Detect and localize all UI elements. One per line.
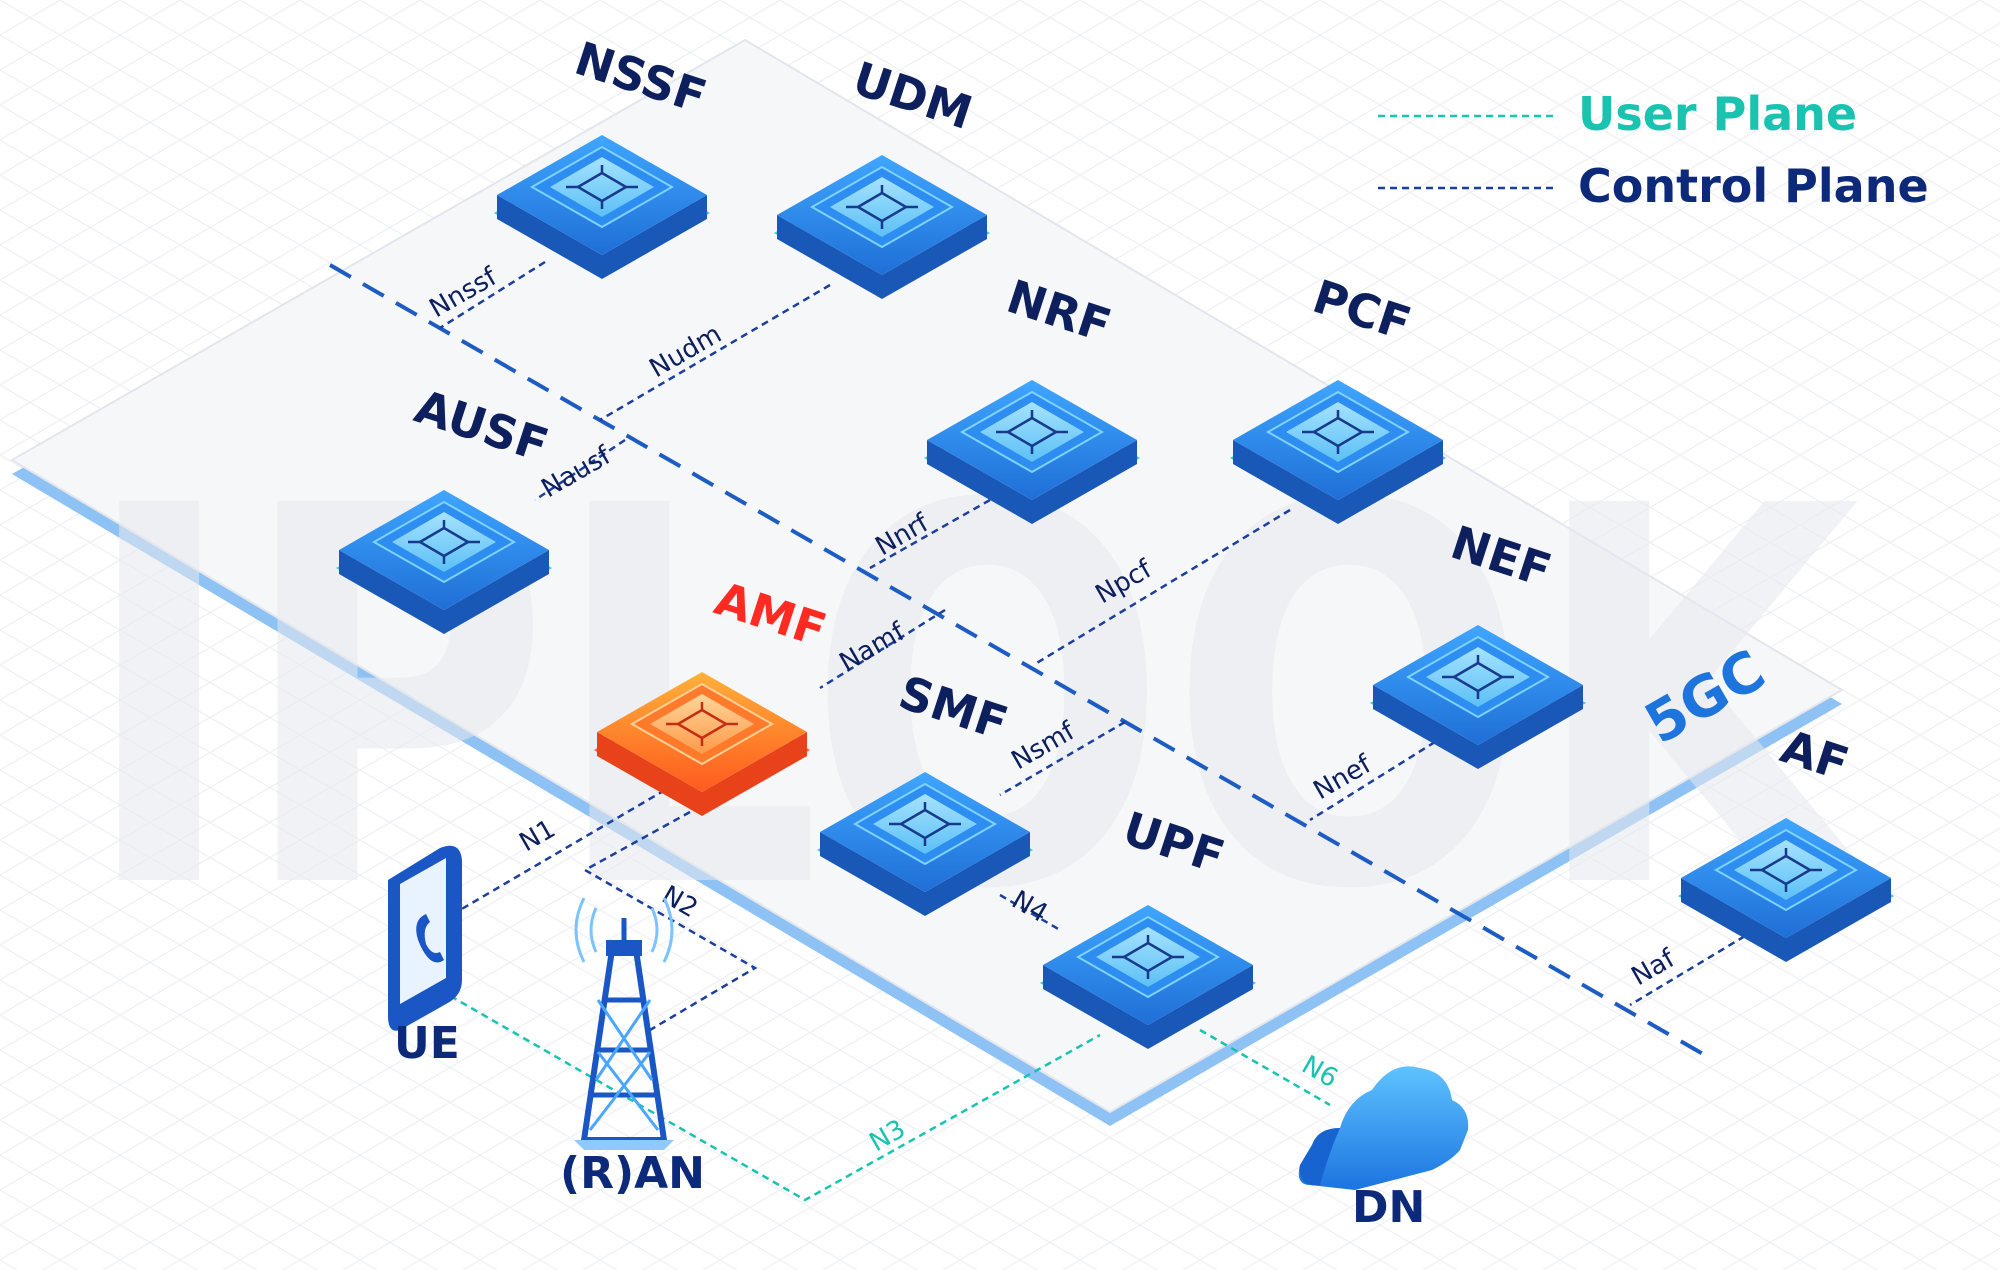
cloud-icon (1298, 1066, 1469, 1190)
namf-connector (819, 608, 946, 690)
legend-control-plane-label: Control Plane (1578, 159, 1929, 213)
legend: User Plane Control Plane (1378, 87, 1929, 213)
dn-cloud[interactable]: DN (1298, 1066, 1469, 1233)
ran-tower[interactable]: (R)AN (560, 897, 705, 1199)
phone-icon (388, 845, 462, 1031)
n6-connector (1199, 1028, 1331, 1107)
legend-user-plane-label: User Plane (1578, 87, 1857, 141)
naf-connector (1629, 928, 1756, 1007)
nausf-connector (534, 438, 626, 502)
nnssf-connector (439, 260, 546, 330)
user-plane-connectors (439, 988, 1331, 1202)
n3-connector (439, 988, 1101, 1202)
nnef-connector (1309, 740, 1436, 822)
ue-label: UE (394, 1018, 460, 1069)
n1-connector (459, 788, 666, 912)
nudm-connector (599, 283, 831, 422)
ue-device[interactable]: UE (388, 845, 462, 1069)
ran-label: (R)AN (560, 1148, 705, 1199)
nnrf-connector (869, 498, 991, 570)
npcf-connector (1034, 508, 1291, 666)
cell-tower-icon (574, 897, 674, 1150)
dn-label: DN (1352, 1182, 1425, 1233)
nsmf-connector (999, 720, 1126, 797)
